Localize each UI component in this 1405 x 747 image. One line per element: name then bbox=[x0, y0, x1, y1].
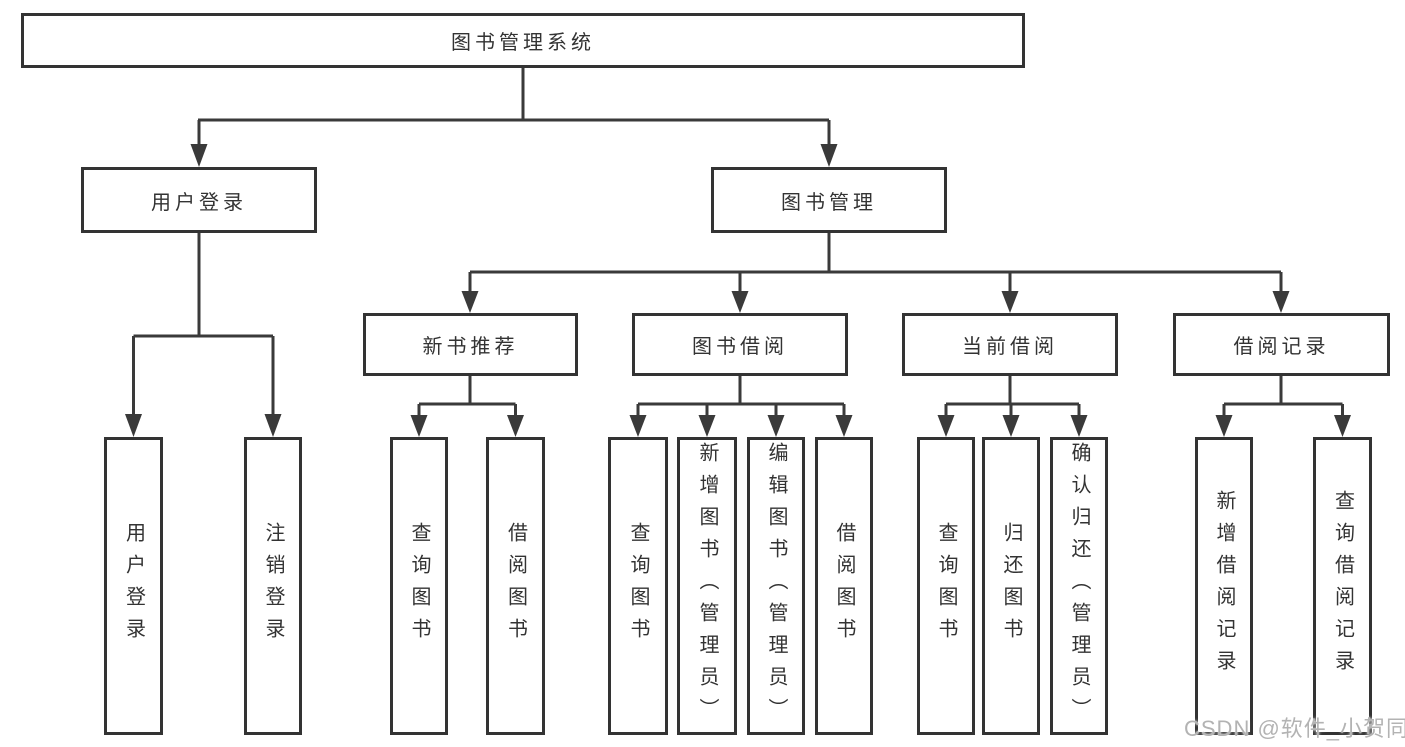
node-label: 注销登录 bbox=[262, 522, 284, 650]
node-label: 用户登录 bbox=[122, 522, 145, 650]
node-logout: 注销登录 bbox=[244, 437, 302, 735]
node-label: 新书推荐 bbox=[422, 336, 519, 358]
node-label: 当前借阅 bbox=[962, 336, 1058, 358]
node-borrowing-records: 借阅记录 bbox=[1173, 313, 1390, 376]
node-label: 图书管理系统 bbox=[451, 32, 595, 54]
node-label: 查询图书 bbox=[627, 522, 649, 650]
node-label: 借阅记录 bbox=[1233, 336, 1330, 358]
node-user-login-branch: 用户登录 bbox=[81, 167, 317, 233]
node-label: 归还图书 bbox=[1000, 522, 1022, 650]
node-edit-books-admin: 编辑图书（管理员） bbox=[747, 437, 805, 735]
node-recommend-borrow-books: 借阅图书 bbox=[486, 437, 545, 735]
node-label: 查询借阅记录 bbox=[1331, 490, 1354, 682]
node-new-book-recommend: 新书推荐 bbox=[363, 313, 578, 376]
tree-edges bbox=[132, 68, 1344, 416]
node-library-management-system: 图书管理系统 bbox=[21, 13, 1025, 68]
node-borrowing-query-books: 查询图书 bbox=[608, 437, 668, 735]
node-label: 确认归还（管理员） bbox=[1068, 442, 1090, 730]
node-return-books: 归还图书 bbox=[982, 437, 1040, 735]
node-label: 用户登录 bbox=[151, 191, 247, 214]
node-book-borrowing: 图书借阅 bbox=[632, 313, 848, 376]
node-label: 图书管理 bbox=[781, 191, 877, 214]
node-add-books-admin: 新增图书（管理员） bbox=[677, 437, 737, 735]
node-label: 新增图书（管理员） bbox=[696, 442, 718, 730]
node-label: 查询图书 bbox=[935, 522, 957, 650]
node-current-query-books: 查询图书 bbox=[917, 437, 975, 735]
node-label: 编辑图书（管理员） bbox=[765, 442, 787, 730]
node-query-borrow-record: 查询借阅记录 bbox=[1313, 437, 1372, 735]
node-label: 查询图书 bbox=[408, 522, 430, 650]
node-label: 新增借阅记录 bbox=[1213, 490, 1235, 682]
node-recommend-query-books: 查询图书 bbox=[390, 437, 448, 735]
node-borrowing-borrow-books: 借阅图书 bbox=[815, 437, 873, 735]
node-label: 借阅图书 bbox=[833, 522, 855, 650]
node-label: 图书借阅 bbox=[692, 336, 788, 358]
node-book-management: 图书管理 bbox=[711, 167, 947, 233]
csdn-watermark: CSDN @软件_小贺同学 bbox=[1184, 716, 1405, 741]
node-confirm-return-admin: 确认归还（管理员） bbox=[1050, 437, 1108, 735]
node-add-borrow-record: 新增借阅记录 bbox=[1195, 437, 1253, 735]
node-user-login-leaf: 用户登录 bbox=[104, 437, 163, 735]
node-current-borrowing: 当前借阅 bbox=[902, 313, 1118, 376]
node-label: 借阅图书 bbox=[504, 522, 527, 650]
